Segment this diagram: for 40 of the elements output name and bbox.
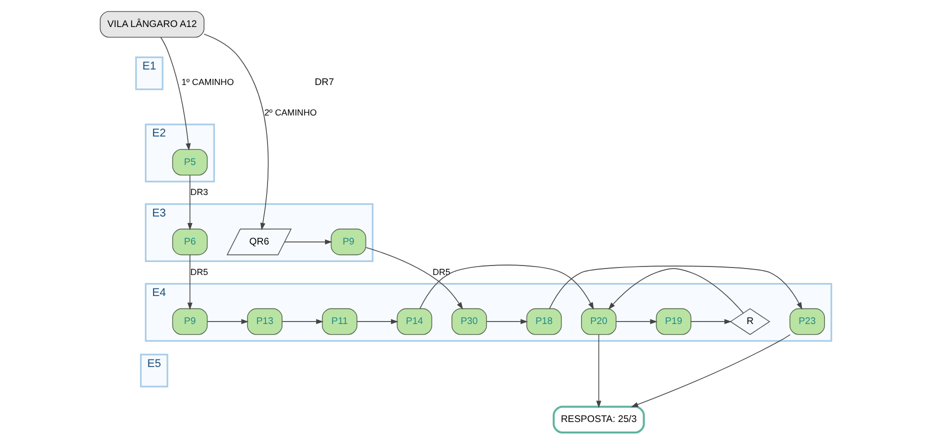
- arrow: [608, 268, 744, 314]
- arrow: [356, 319, 398, 324]
- arrow: [630, 334, 790, 408]
- edge-label: DR5: [432, 266, 450, 277]
- node-box: P30: [451, 308, 486, 335]
- arrow: [548, 266, 802, 310]
- arrow: [186, 254, 192, 310]
- node-box: E1: [134, 56, 163, 90]
- arrow: [186, 174, 192, 230]
- arrow: [690, 319, 732, 324]
- arrow: [206, 319, 248, 324]
- arrow: [281, 319, 323, 324]
- edge-label: 2º CAMINHO: [264, 107, 316, 118]
- arrow: [203, 34, 268, 230]
- edge-label: 1º CAMINHO: [180, 76, 234, 87]
- node-box: E5: [140, 354, 168, 388]
- arrow: [284, 239, 332, 244]
- edge-label: DR3: [190, 187, 208, 198]
- arrow: [486, 319, 528, 324]
- node-box: VILA LÂNGARO A12: [99, 11, 204, 38]
- arrow: [596, 334, 601, 408]
- edge-label: DR5: [190, 266, 208, 277]
- node-box: P5: [172, 148, 208, 176]
- arrow: [365, 247, 463, 310]
- node-box: P20: [580, 308, 616, 335]
- arrow: [419, 264, 594, 310]
- node-box: RESPOSTA: 25/3: [552, 406, 644, 434]
- arrow: [160, 36, 190, 151]
- node-box: P14: [396, 308, 432, 335]
- node-box: P23: [789, 308, 824, 335]
- node-box: P11: [321, 308, 357, 335]
- node-box: P6: [172, 228, 208, 256]
- node-box: P19: [655, 308, 691, 335]
- label: DR7: [314, 77, 334, 88]
- node-box: P13: [246, 308, 282, 335]
- node-box: P9: [330, 228, 366, 256]
- node-box: P9: [172, 308, 208, 335]
- node-box: P18: [526, 308, 562, 335]
- arrow: [615, 319, 657, 324]
- node-diamond: R: [729, 308, 770, 335]
